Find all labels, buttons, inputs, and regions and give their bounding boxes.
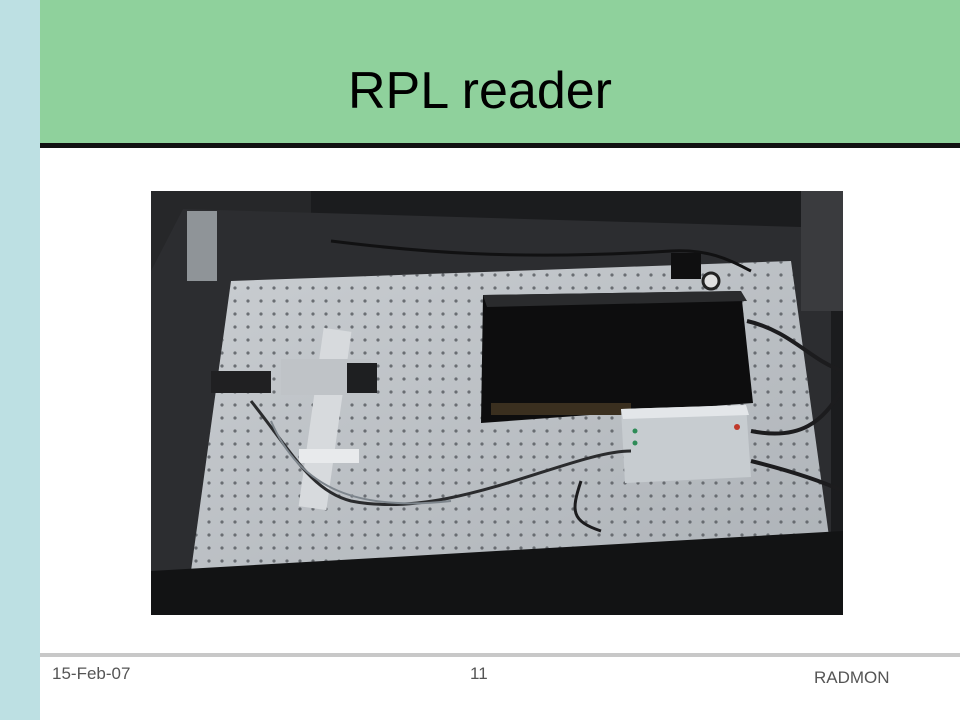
footer-divider <box>40 653 960 657</box>
slide-title: RPL reader <box>348 62 612 120</box>
title-divider <box>40 143 960 148</box>
title-band <box>40 0 960 143</box>
footer-label: RADMON <box>814 668 890 687</box>
rpl-reader-photo <box>151 191 843 615</box>
page-number: 11 <box>470 664 488 683</box>
footer-date: 15-Feb-07 <box>52 664 131 683</box>
left-accent-strip <box>0 0 40 720</box>
